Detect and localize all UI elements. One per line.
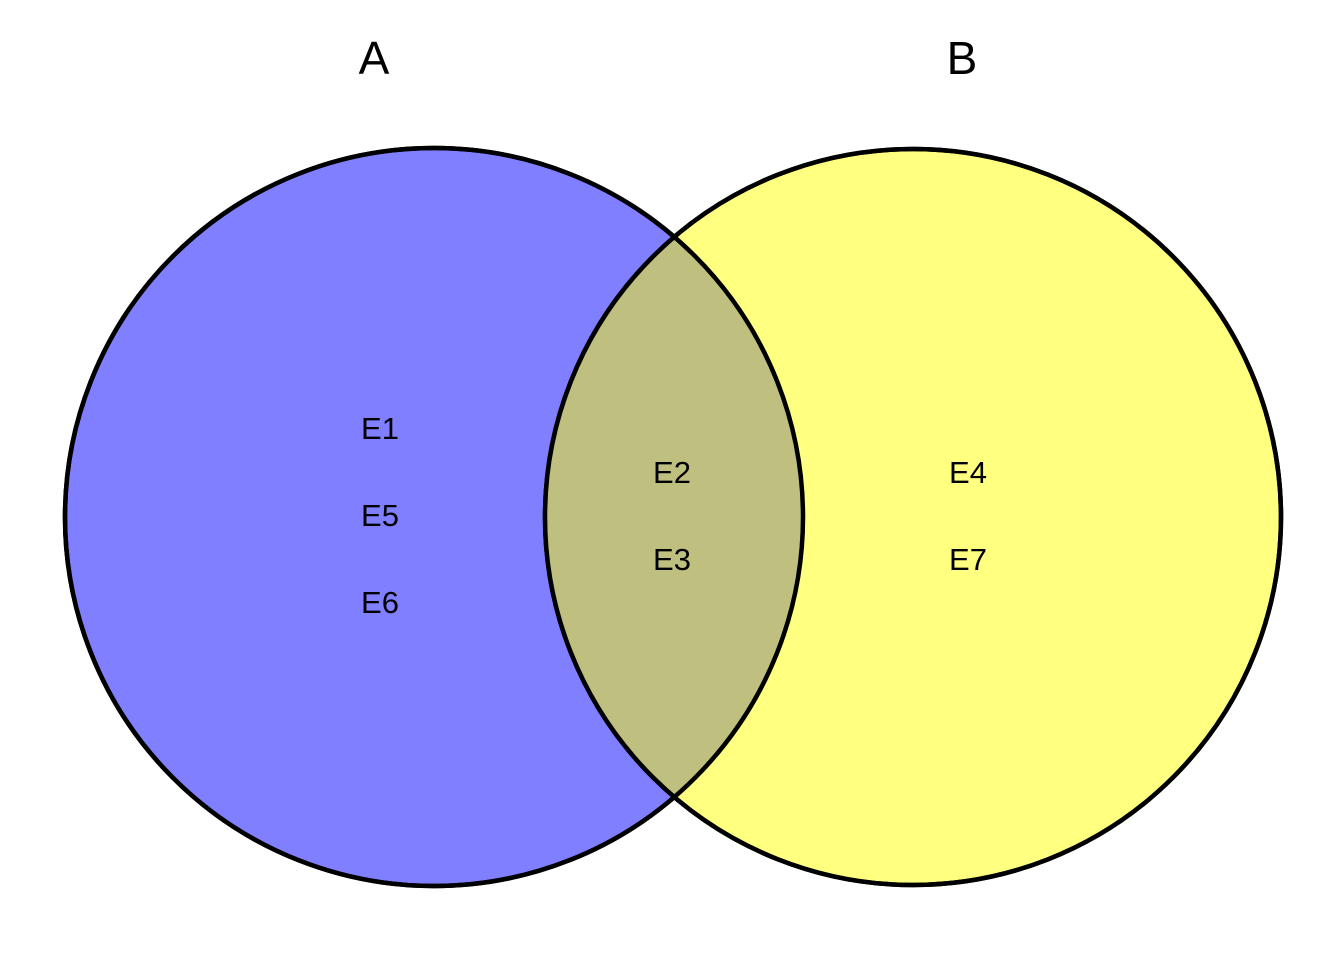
element-label-e7: E7 [949,542,987,577]
element-label-e5: E5 [361,498,399,533]
element-label-e3: E3 [653,542,691,577]
element-label-e6: E6 [361,585,399,620]
set-b-title: B [947,32,978,84]
element-label-e1: E1 [361,411,399,446]
intersection-region[interactable] [545,149,1281,885]
set-b-outline [542,146,1284,888]
set-a-outline [62,145,806,889]
element-label-e4: E4 [949,455,987,490]
element-label-e2: E2 [653,455,691,490]
intersection-clip-group [545,149,1281,885]
set-a-title: A [359,32,390,84]
